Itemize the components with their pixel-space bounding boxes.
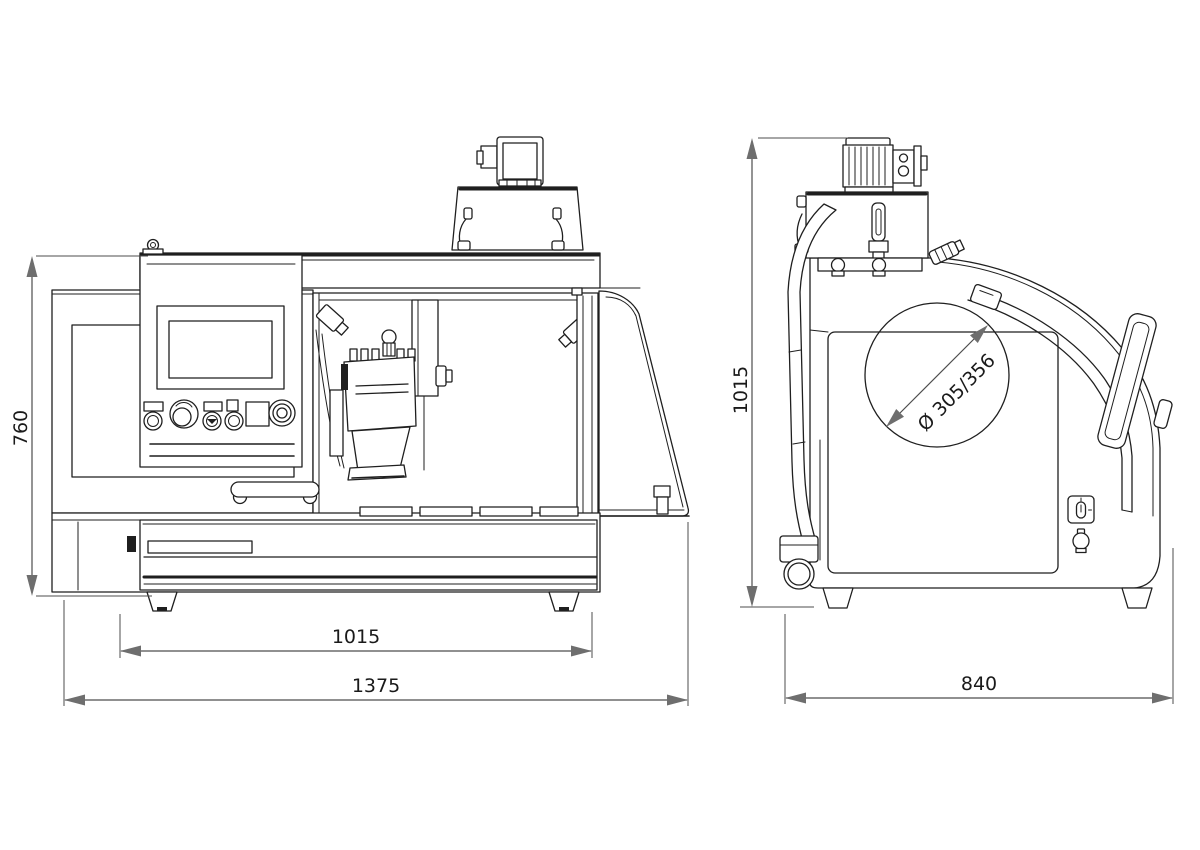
key-pad (245, 401, 270, 427)
side-depth-label: 840 (961, 673, 997, 695)
dimension-front-height: 760 (10, 255, 152, 597)
arrowhead-left (64, 694, 85, 706)
arrowhead-right (667, 694, 688, 706)
base-latch (127, 536, 136, 552)
front-base-width-label: 1015 (332, 626, 380, 648)
front-height-label: 760 (10, 410, 32, 446)
panel-controls (143, 399, 296, 431)
door-panel-open (598, 290, 690, 517)
lifting-eye-bolt (142, 238, 164, 255)
power-connector (1072, 528, 1090, 554)
motor-foot (844, 186, 894, 193)
cover-latch-right (551, 207, 565, 251)
belt-cover-outline (451, 186, 584, 251)
cutting-wheel-circle (864, 302, 1010, 448)
vice-body (343, 356, 417, 432)
cutting-chamber (312, 292, 592, 518)
machine-foot-side-left (822, 587, 854, 609)
vice-lower-block (351, 426, 411, 472)
cutting-wheel-column (411, 299, 453, 471)
cover-latch-side-center (868, 202, 889, 260)
rotary-knob (169, 399, 199, 429)
machine-foot-side-right (1121, 587, 1153, 609)
down-arrow-glyph (207, 419, 217, 424)
door-frame-column (576, 292, 599, 518)
adjustment-knob (1153, 399, 1173, 429)
motor-housing (496, 136, 544, 186)
arrowhead-down (746, 586, 758, 607)
coolant-nozzle-left (315, 304, 349, 336)
side-height-label: 1015 (730, 366, 752, 414)
vice-spindle-knob (381, 329, 397, 345)
side-control-cover (1097, 313, 1157, 449)
side-panel-plate (827, 331, 1059, 574)
door-latch (653, 485, 671, 515)
dimension-front-overall-width: 1375 (63, 522, 689, 706)
arm-bracket (779, 535, 819, 563)
motor-side (842, 137, 928, 193)
main-switch (1067, 495, 1095, 524)
arrowhead-up (746, 138, 758, 159)
door-handle (230, 481, 320, 505)
arrowhead-left (785, 692, 806, 704)
drain-coupling-ring (787, 562, 811, 586)
vice-rail (329, 389, 344, 457)
push-button-3 (224, 411, 244, 431)
chamber-door (571, 287, 690, 518)
side-view: Ø 305/356 (730, 137, 1174, 704)
belt-cover-front (451, 186, 584, 251)
dimension-side-height: 1015 (730, 137, 848, 608)
machine-foot-front-right (548, 591, 580, 612)
cover-latch-left (457, 207, 473, 251)
display-screen (168, 320, 273, 379)
wheel-flange-bolt (435, 365, 447, 387)
motor-cooling-fins (848, 146, 886, 186)
control-panel (139, 254, 303, 468)
button-label-2 (203, 401, 223, 412)
hood-spigot (928, 239, 965, 265)
dimension-front-base-width: 1015 (119, 612, 593, 658)
arrowhead-right (571, 645, 592, 657)
belt-cover-side-outline (805, 191, 929, 259)
button-label-3 (226, 399, 239, 412)
push-button-1 (143, 411, 163, 431)
arrowhead-lower (886, 409, 904, 427)
arrowhead-upper (970, 325, 988, 343)
arrowhead-right (1152, 692, 1173, 704)
handle-bracket (969, 283, 1003, 311)
button-label-1 (143, 401, 164, 412)
dimension-side-depth: 840 (784, 548, 1174, 704)
door-hinge-top (571, 287, 583, 296)
collection-drawer (139, 519, 598, 591)
motor-terminal-box (892, 145, 928, 187)
arrowhead-left (120, 645, 141, 657)
hood-edge-line (937, 261, 1154, 517)
machine-foot-front-left (146, 591, 178, 612)
drawer-label (147, 540, 253, 554)
machine-base (51, 506, 601, 612)
motor-base (498, 179, 542, 187)
vice-assembly (315, 329, 417, 481)
arrowhead-down (26, 575, 38, 596)
front-overall-width-label: 1375 (352, 675, 400, 697)
arrowhead-up (26, 256, 38, 277)
motor-front (476, 136, 544, 187)
support-arm (779, 203, 837, 590)
motor-mounting-plate (817, 257, 923, 277)
table-slots (359, 506, 579, 517)
vice-lock-lever (341, 364, 348, 390)
front-view: 760 1015 1375 (10, 136, 690, 706)
